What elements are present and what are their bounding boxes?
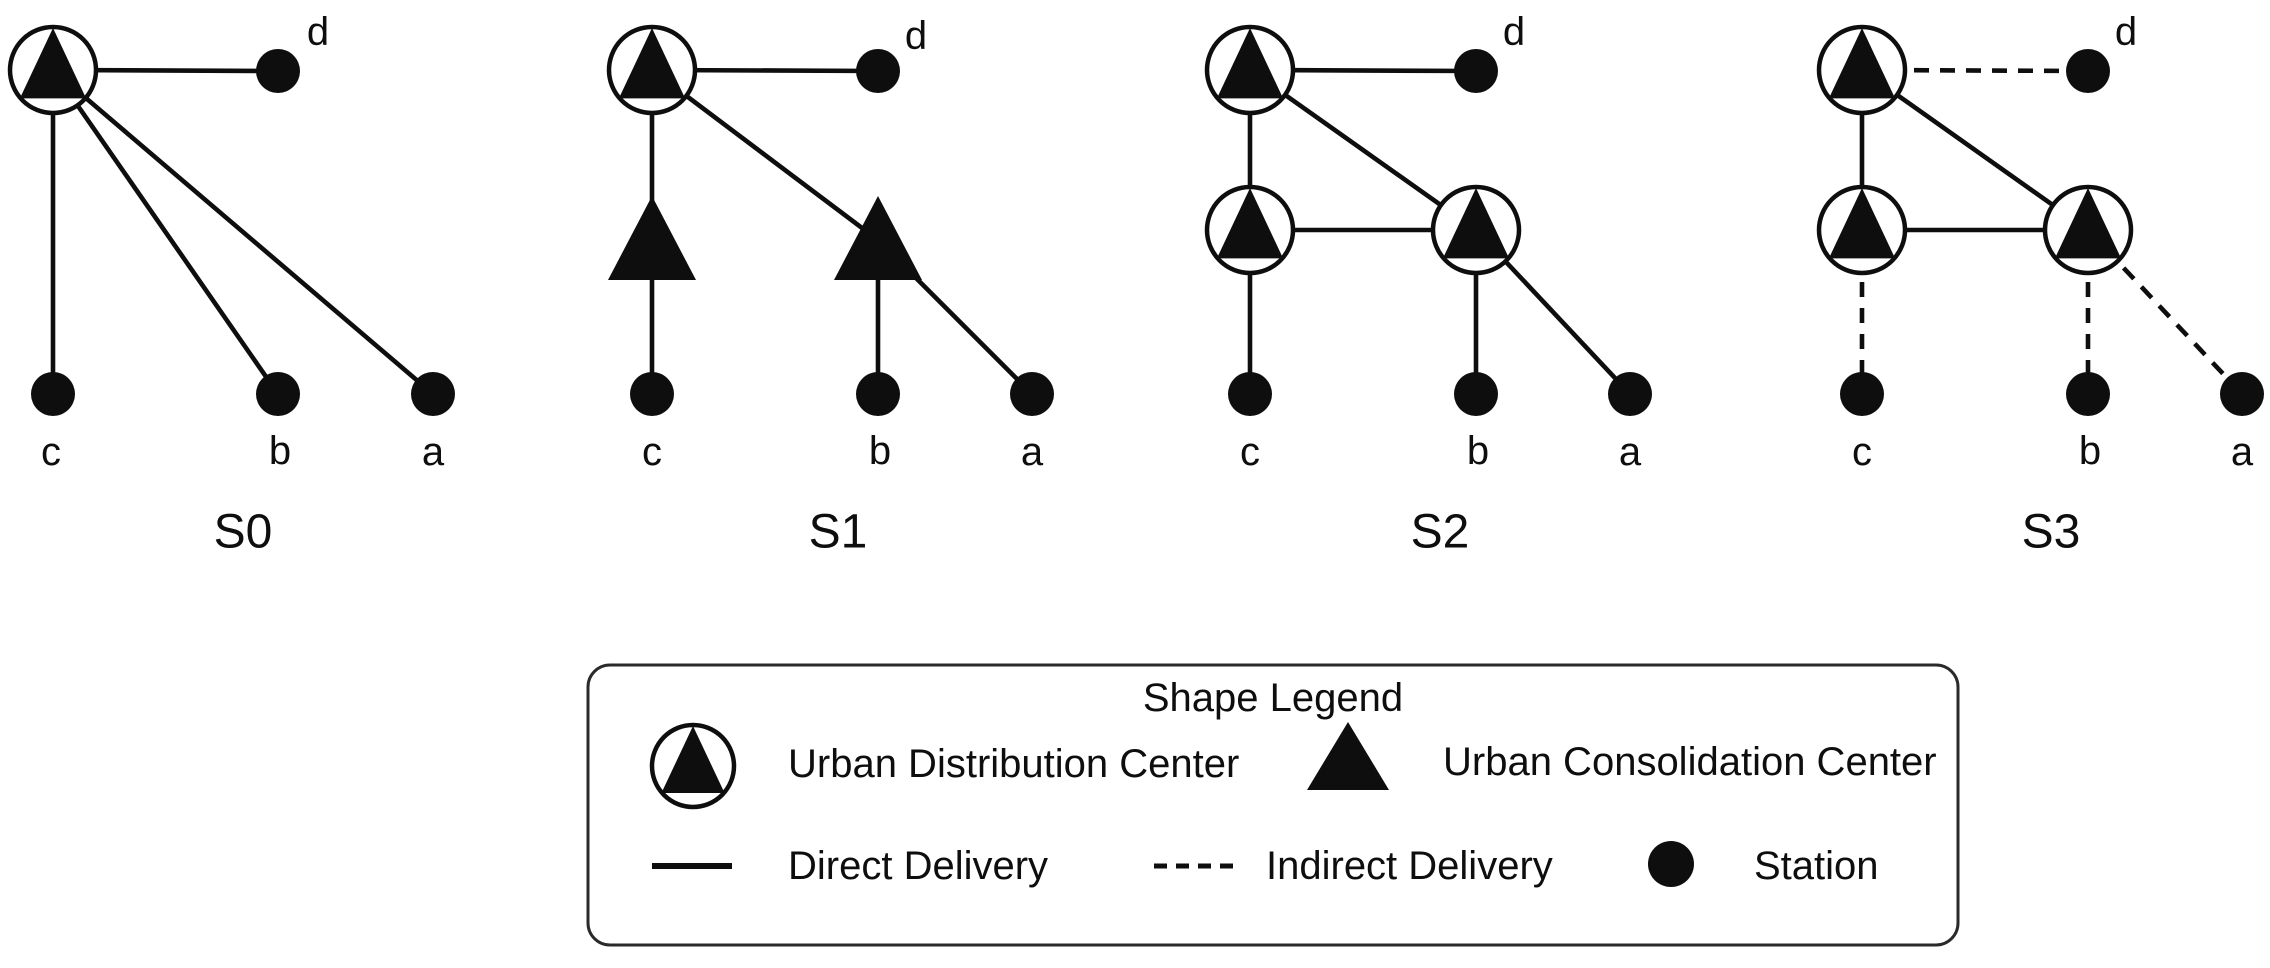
udc-node-udc-s3 (1816, 24, 1908, 116)
edge-udc-ucc2-s1 (650, 68, 880, 242)
legend-item-ucc: Urban Consolidation Center (1307, 722, 1937, 790)
legend-box (586, 663, 1960, 947)
udc-inner-triangle (1828, 188, 1896, 259)
legend-item-label: Direct Delivery (788, 844, 1048, 888)
label-c-s0: c (41, 430, 61, 474)
udc-node-udc2-s2 (1204, 184, 1296, 276)
legend-item-dashed-line: Indirect Delivery (1154, 844, 1553, 888)
station-node-a-s0 (411, 372, 455, 416)
edge-udc-b-s0 (51, 68, 280, 396)
label-d-s0: d (307, 10, 329, 54)
scenario-s1: d c b aS1 (606, 14, 1054, 559)
label-b-s3: b (2079, 429, 2101, 473)
station-node-a-s3 (2220, 372, 2264, 416)
station-node-a-s2 (1608, 372, 1652, 416)
station-node-d-s0 (256, 49, 300, 93)
udc-inner-triangle (2054, 188, 2122, 259)
legend-item-label: Indirect Delivery (1266, 844, 1553, 888)
ucc-node-ucc2-s1 (834, 196, 922, 280)
station-node-d-s1 (856, 49, 900, 93)
scenario-label-s2: S2 (1411, 506, 1470, 559)
udc-node-udc-s0 (7, 24, 99, 116)
udc-inner-triangle (19, 28, 87, 99)
legend-item-solid-line: Direct Delivery (652, 844, 1048, 888)
station-icon (1648, 841, 1694, 887)
ucc-node-ucc1-s1 (608, 196, 696, 280)
legend-item-label: Urban Distribution Center (788, 742, 1239, 786)
station-node-b-s0 (256, 372, 300, 416)
label-c-s1: c (642, 430, 662, 474)
legend-item-station: Station (1648, 841, 1879, 888)
label-b-s1: b (869, 429, 891, 473)
station-node-a-s1 (1010, 372, 1054, 416)
udc-inner-triangle (1442, 188, 1510, 259)
station-node-c-s2 (1228, 372, 1272, 416)
scenario-s2: d c b aS2 (1204, 10, 1652, 559)
legend-item-udc: Urban Distribution Center (649, 722, 1239, 810)
label-d-s1: d (905, 14, 927, 58)
edge-udc-a-s0 (51, 68, 435, 396)
station-node-d-s3 (2066, 49, 2110, 93)
udc-node-udc3-s3 (2042, 184, 2134, 276)
legend-title: Shape Legend (1143, 676, 1403, 720)
station-node-c-s1 (630, 372, 674, 416)
edge-udc-udc3-s2 (1248, 68, 1478, 232)
label-c-s3: c (1852, 430, 1872, 474)
udc-inner-triangle (1216, 28, 1284, 99)
label-a-s2: a (1619, 430, 1642, 474)
udc-inner-triangle (618, 28, 686, 99)
station-node-d-s2 (1454, 49, 1498, 93)
station-node-b-s3 (2066, 372, 2110, 416)
label-b-s2: b (1467, 429, 1489, 473)
edge-udc-udc3-s3 (1860, 68, 2090, 232)
legend-item-label: Station (1754, 844, 1879, 888)
label-d-s3: d (2115, 10, 2137, 54)
udc-node-udc2-s3 (1816, 184, 1908, 276)
legend-item-label: Urban Consolidation Center (1443, 740, 1937, 784)
udc-node-udc-s1 (606, 24, 698, 116)
udc-icon (649, 722, 737, 810)
station-node-c-s3 (1840, 372, 1884, 416)
scenario-s3: d c b aS3 (1816, 10, 2264, 559)
scenario-label-s1: S1 (809, 506, 868, 559)
udc-node-udc3-s2 (1430, 184, 1522, 276)
label-c-s2: c (1240, 430, 1260, 474)
label-b-s0: b (269, 429, 291, 473)
station-node-b-s2 (1454, 372, 1498, 416)
udc-inner-triangle (1828, 28, 1896, 99)
scenario-label-s3: S3 (2022, 506, 2081, 559)
station-node-c-s0 (31, 372, 75, 416)
udc-inner-triangle (661, 726, 725, 794)
ucc-icon (1307, 722, 1389, 790)
label-a-s1: a (1021, 430, 1044, 474)
scenario-s0: d c b aS0 (7, 10, 455, 559)
scenario-label-s0: S0 (214, 506, 273, 559)
udc-node-udc-s2 (1204, 24, 1296, 116)
station-node-b-s1 (856, 372, 900, 416)
label-a-s0: a (422, 430, 445, 474)
label-d-s2: d (1503, 10, 1525, 54)
udc-inner-triangle (1216, 188, 1284, 259)
label-a-s3: a (2231, 430, 2254, 474)
